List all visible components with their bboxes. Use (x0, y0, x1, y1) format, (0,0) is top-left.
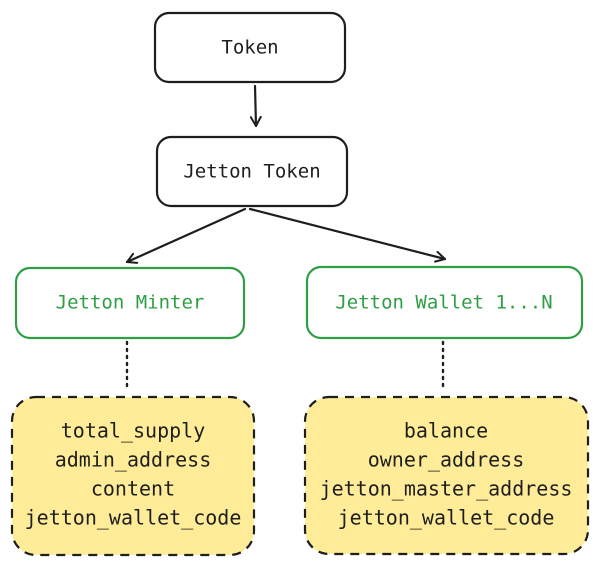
token-node[interactable]: Token (153, 11, 347, 84)
wallet-field-owner-address: owner_address (368, 448, 525, 472)
jetton-wallet-label: Jetton Wallet 1...N (335, 292, 552, 314)
minter-fields-note: total_supply admin_address content jetto… (10, 395, 256, 557)
jetton-minter-node[interactable]: Jetton Minter (14, 266, 246, 340)
arrow-token-to-jetton-token (249, 84, 262, 128)
minter-field-admin-address: admin_address (55, 448, 212, 472)
minter-field-content: content (91, 477, 175, 501)
token-label: Token (221, 37, 278, 59)
wallet-field-jetton-master-address: jetton_master_address (320, 477, 573, 501)
wallet-fields-note: balance owner_address jetton_master_addr… (303, 395, 590, 556)
wallet-field-jetton-wallet-code: jetton_wallet_code (338, 506, 555, 530)
jetton-minter-label: Jetton Minter (56, 292, 205, 314)
minter-field-total-supply: total_supply (61, 419, 206, 443)
arrow-to-jetton-minter (125, 207, 247, 264)
minter-field-jetton-wallet-code: jetton_wallet_code (25, 506, 242, 530)
jetton-wallet-node[interactable]: Jetton Wallet 1...N (305, 265, 584, 340)
jetton-token-node[interactable]: Jetton Token (155, 135, 349, 208)
jetton-token-label: Jetton Token (183, 161, 320, 183)
arrow-to-jetton-wallet (248, 207, 447, 263)
wallet-field-balance: balance (404, 419, 488, 443)
